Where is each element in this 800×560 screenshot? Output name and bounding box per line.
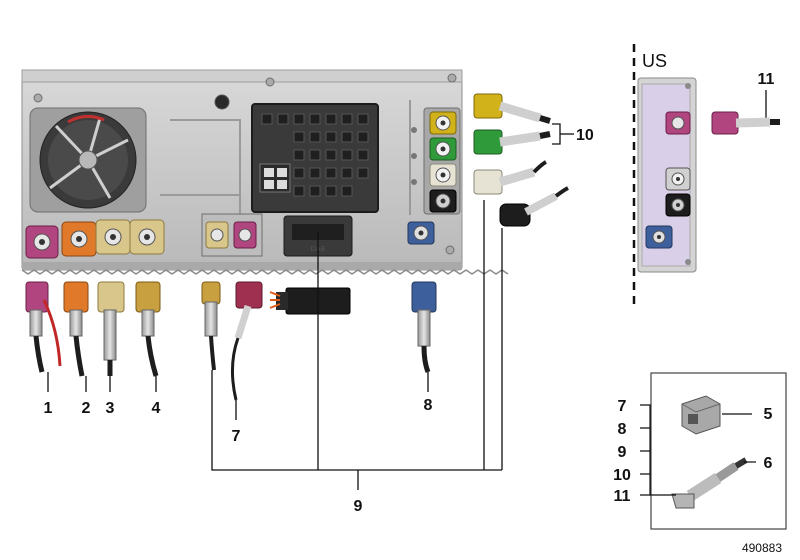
legend-label-9: 9	[618, 444, 627, 461]
dab-plug	[269, 287, 351, 315]
callout-7: 7	[232, 428, 241, 445]
plug-yellow	[473, 93, 551, 124]
cable-8	[411, 281, 437, 373]
callout-11: 11	[758, 71, 775, 88]
callout-9: 9	[354, 498, 363, 515]
cable-1	[25, 281, 62, 373]
legend-label-11: 11	[614, 488, 631, 505]
legend-label-7: 7	[618, 398, 627, 415]
cable-7	[201, 281, 263, 401]
reference-number: 490883	[742, 541, 782, 555]
cable-4	[135, 281, 161, 377]
us-inset: US	[632, 44, 780, 310]
callout-8: 8	[424, 397, 433, 414]
cooling-fan	[29, 107, 147, 213]
main-connector-block	[251, 103, 379, 213]
leader-lines	[47, 90, 767, 490]
callout-2: 2	[82, 400, 91, 417]
plug-green	[473, 129, 551, 155]
callouts: 1 2 3 4 7 8 9 10 11 7 8 9 10 11 5 6	[44, 71, 775, 515]
cable-2	[63, 281, 89, 377]
legend-box	[640, 372, 787, 530]
cable-3	[97, 281, 125, 376]
housing-right-sockets	[411, 107, 461, 215]
callout-1: 1	[44, 400, 53, 417]
plug-black	[499, 186, 569, 227]
housing-blue-socket	[407, 221, 435, 245]
legend-label-6: 6	[764, 455, 773, 472]
legend-label-5: 5	[764, 406, 773, 423]
plug-white	[473, 160, 547, 195]
callout-3: 3	[106, 400, 115, 417]
housing-bottom-sockets	[25, 213, 263, 259]
legend-label-8: 8	[618, 421, 627, 438]
callout-4: 4	[152, 400, 161, 417]
legend-label-10: 10	[613, 467, 631, 484]
callout-10: 10	[576, 127, 594, 144]
us-region-label: US	[642, 51, 667, 71]
